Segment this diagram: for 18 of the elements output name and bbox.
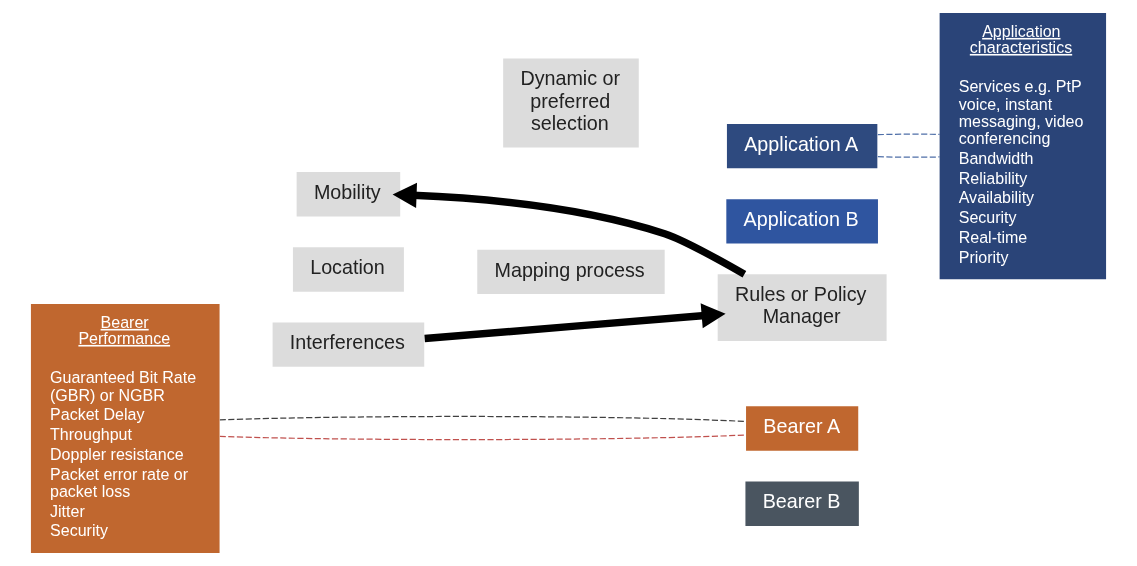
node-box: Bearer B	[745, 481, 859, 526]
node-box: Location	[292, 247, 404, 292]
connector	[877, 156, 941, 158]
node-box: Application A	[726, 123, 878, 169]
connector	[219, 434, 747, 441]
node-box: Interferences	[272, 322, 425, 367]
arrow	[424, 303, 726, 343]
connector	[877, 133, 941, 136]
node-box: Mobility	[296, 172, 401, 217]
node-box: Mapping process	[477, 249, 665, 295]
arrow	[392, 182, 747, 278]
node-box: Bearer Performance Guaranteed Bit Rate (GBR) or NGBR Packet Delay Throughput Doppler resistance Packet error rate or packet loss Jitter Security	[30, 303, 220, 553]
node-box: Rules or Policy Manager	[717, 274, 887, 341]
node-box: Bearer A	[746, 406, 859, 451]
node-box: Dynamic or preferred selection	[503, 58, 639, 148]
node-box: Application characteristics Services e.g. PtP voice, instant messaging, video conferencing Bandwidth Reliability Availability Security Real-time Priority	[939, 13, 1107, 280]
node-box: Application B	[726, 199, 878, 244]
connector	[219, 415, 747, 423]
